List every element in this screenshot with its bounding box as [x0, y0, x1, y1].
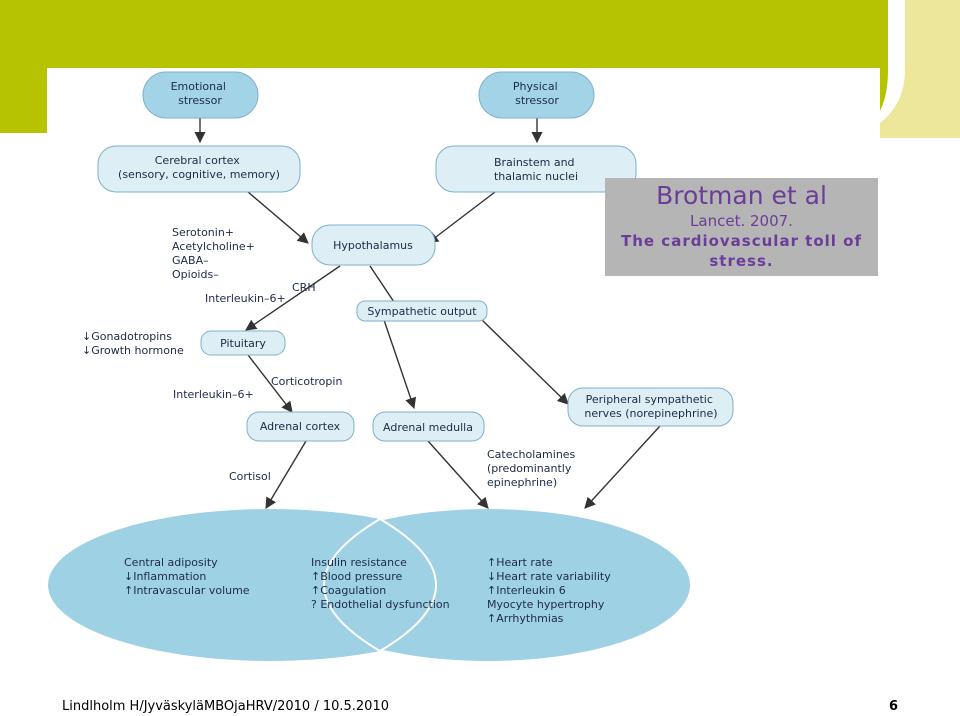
- svg-text:Physical stressor: Physical stressor: [513, 80, 561, 107]
- growth-hormone-label: ↓Growth hormone: [82, 344, 184, 357]
- corticotropin-label: Corticotropin: [271, 375, 342, 388]
- arrow-sympathetic-adrenal-medulla: [383, 319, 417, 410]
- sympathetic-label: Sympathetic output: [367, 305, 477, 318]
- effect-right-3: ↑Interleukin 6: [487, 584, 566, 597]
- node-peripheral-nerves: Peripheral sympathetic nerves (norepinep…: [567, 387, 734, 427]
- node-pituitary: Pituitary: [200, 330, 286, 356]
- catechol-line-2: (predominantly: [487, 462, 572, 475]
- adrenal-cortex-label: Adrenal cortex: [260, 420, 341, 433]
- neuro-gaba: GABA–: [172, 254, 209, 267]
- cortex-line-1: Cerebral cortex: [155, 154, 240, 167]
- citation-journal: Lancet. 2007.: [690, 212, 793, 230]
- catechol-line-1: Catecholamines: [487, 448, 576, 461]
- cortex-line-2: (sensory, cognitive, memory): [118, 168, 280, 181]
- citation-title-line-2: stress.: [709, 252, 774, 270]
- pathway-arrows: [194, 118, 661, 509]
- arrow-peripheral-effects: [584, 425, 661, 509]
- emotional-line-2: stressor: [178, 94, 222, 107]
- catecholamines-label: Catecholamines (predominantly epinephrin…: [487, 448, 579, 489]
- effects-left-list: Central adiposity ↓Inflammation ↑Intrava…: [124, 556, 250, 597]
- effects-ellipse-right: [286, 509, 690, 661]
- effect-left-1: Central adiposity: [124, 556, 218, 569]
- neurotransmitter-list: Serotonin+ Acetylcholine+ GABA– Opioids–: [172, 226, 258, 281]
- citation-author: Brotman et al: [656, 181, 827, 210]
- node-emotional-stressor: Emotional stressor: [142, 71, 259, 119]
- brainstem-line-2: thalamic nuclei: [494, 170, 578, 183]
- arrow-adrenal-cortex-effects: [265, 440, 307, 509]
- effect-right-4: Myocyte hypertrophy: [487, 598, 605, 611]
- effect-left-2: ↓Inflammation: [124, 570, 206, 583]
- node-sympathetic-output: Sympathetic output: [356, 300, 488, 322]
- green-band-top: [0, 0, 888, 68]
- gonadotropins-list: ↓Gonadotropins ↓Growth hormone: [82, 330, 184, 357]
- node-brainstem: Brainstem and thalamic nuclei: [435, 145, 637, 193]
- gonadotropins-label: ↓Gonadotropins: [82, 330, 172, 343]
- brainstem-line-1: Brainstem and: [494, 156, 575, 169]
- interleukin-lower-label: Interleukin–6+: [173, 388, 254, 401]
- node-physical-stressor: Physical stressor: [478, 71, 595, 119]
- neuro-opioids: Opioids–: [172, 268, 219, 281]
- effect-middle-1: Insulin resistance: [311, 556, 407, 569]
- effects-middle-list: Insulin resistance ↑Blood pressure ↑Coag…: [311, 556, 450, 611]
- citation-box: Brotman et al Lancet. 2007. The cardiova…: [605, 178, 878, 276]
- hypothalamus-label: Hypothalamus: [333, 239, 413, 252]
- emotional-line-1: Emotional: [171, 80, 226, 93]
- neuro-acetylcholine: Acetylcholine+: [172, 240, 255, 253]
- svg-text:Emotional stressor: Emotional stressor: [171, 80, 230, 107]
- page-number: 6: [889, 699, 899, 714]
- arrow-adrenal-medulla-effects: [427, 440, 489, 509]
- arrow-brainstem-hypothalamus: [427, 191, 496, 244]
- effect-left-3: ↑Intravascular volume: [124, 584, 250, 597]
- arrow-pituitary-adrenal-cortex: [247, 354, 293, 413]
- effect-right-2: ↓Heart rate variability: [487, 570, 611, 583]
- effect-middle-2: ↑Blood pressure: [311, 570, 403, 583]
- arrow-hypothalamus-pituitary: [245, 265, 341, 331]
- effect-right-5: ↑Arrhythmias: [487, 612, 564, 625]
- arrow-sympathetic-peripheral: [479, 317, 569, 405]
- arrow-cortex-hypothalamus: [247, 191, 309, 244]
- interleukin-upper-label: Interleukin–6+: [205, 292, 286, 305]
- effect-right-1: ↑Heart rate: [487, 556, 553, 569]
- arrow-hypothalamus-sympathetic: [369, 265, 395, 303]
- svg-text:Peripheral sympathetic n: Peripheral sympathetic nerves (norepinep…: [584, 393, 717, 420]
- peripheral-line-1: Peripheral sympathetic: [586, 393, 713, 406]
- cream-swoosh: [850, 0, 960, 138]
- pituitary-label: Pituitary: [220, 337, 266, 350]
- citation-title-line-1: The cardiovascular toll of: [621, 232, 862, 250]
- physical-line-1: Physical: [513, 80, 558, 93]
- effect-middle-4: ? Endothelial dysfunction: [311, 598, 450, 611]
- neuro-serotonin: Serotonin+: [172, 226, 234, 239]
- effect-middle-3: ↑Coagulation: [311, 584, 386, 597]
- adrenal-medulla-label: Adrenal medulla: [383, 421, 473, 434]
- green-band-left: [0, 0, 47, 133]
- physical-line-2: stressor: [515, 94, 559, 107]
- node-adrenal-cortex: Adrenal cortex: [246, 411, 355, 442]
- crh-label: CRH: [292, 281, 316, 294]
- effects-ellipse-overlap-outline: [323, 517, 437, 653]
- effects-right-list: ↑Heart rate ↓Heart rate variability ↑Int…: [487, 556, 614, 625]
- node-cerebral-cortex: Cerebral cortex (sensory, cognitive, mem…: [97, 145, 301, 193]
- node-adrenal-medulla: Adrenal medulla: [372, 411, 485, 442]
- cortisol-label: Cortisol: [229, 470, 271, 483]
- svg-text:Cerebral cortex (sensory: Cerebral cortex (sensory, cognitive, mem…: [118, 154, 280, 181]
- peripheral-line-2: nerves (norepinephrine): [584, 407, 717, 420]
- svg-text:Brainstem and thalamic n: Brainstem and thalamic nuclei: [494, 156, 578, 183]
- catechol-line-3: epinephrine): [487, 476, 557, 489]
- footer-text: Lindlholm H/JyväskyläMBOjaHRV/2010 / 10.…: [62, 699, 389, 714]
- effects-venn: [48, 509, 690, 661]
- node-hypothalamus: Hypothalamus: [311, 224, 436, 266]
